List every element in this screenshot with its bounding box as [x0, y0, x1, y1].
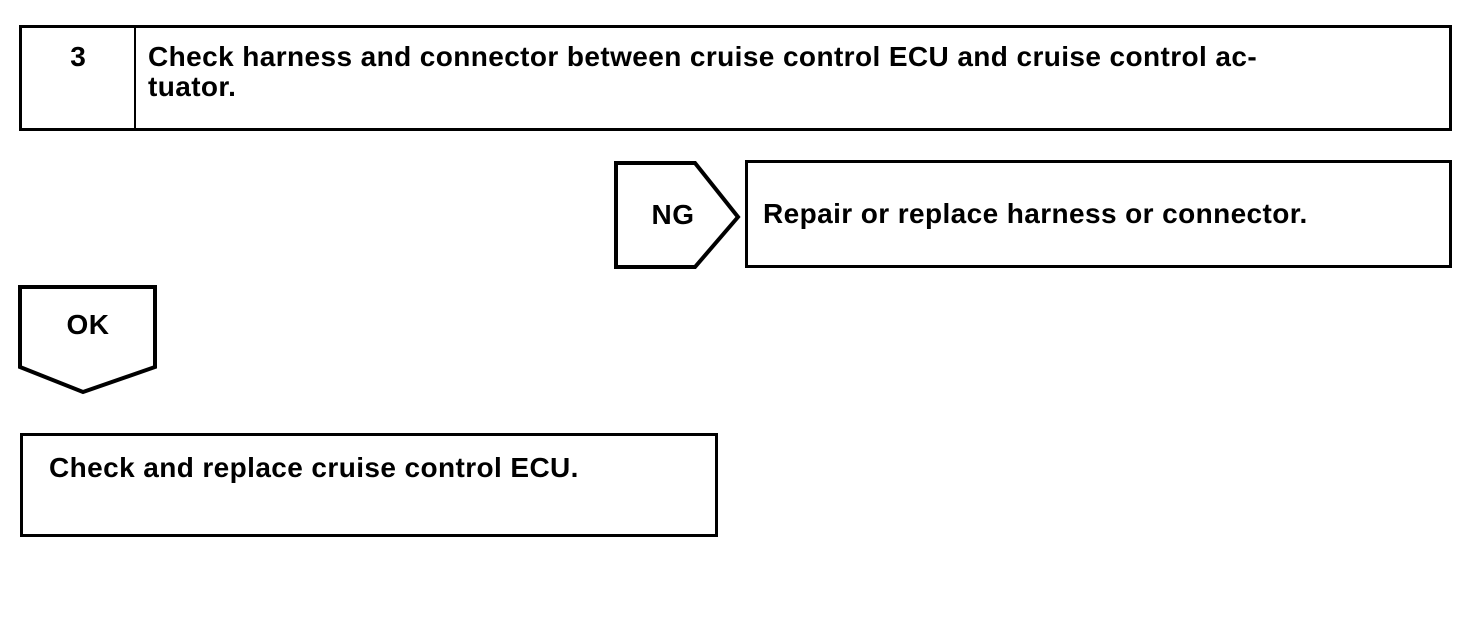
ng-action-text: Repair or replace harness or connector.: [763, 198, 1308, 229]
ok-connector-label: OK: [66, 309, 110, 340]
ng-action-box: Repair or replace harness or connector.: [745, 160, 1452, 268]
step-header-box: 3 Check harness and connector between cr…: [19, 25, 1452, 131]
ng-connector-pentagon-icon: [614, 161, 741, 269]
step-number: 3: [22, 28, 136, 128]
step-instruction: Check harness and connector between crui…: [136, 28, 1449, 128]
ok-connector: OK: [16, 283, 160, 397]
step-instruction-line-2: tuator.: [148, 71, 237, 102]
ok-action-box: Check and replace cruise control ECU.: [20, 433, 718, 537]
ng-connector: NG: [612, 159, 742, 271]
ng-connector-label: NG: [651, 199, 695, 230]
ok-action-text: Check and replace cruise control ECU.: [49, 452, 579, 483]
ok-connector-pentagon-icon: [18, 285, 157, 395]
step-instruction-line-1: Check harness and connector between crui…: [148, 41, 1258, 72]
